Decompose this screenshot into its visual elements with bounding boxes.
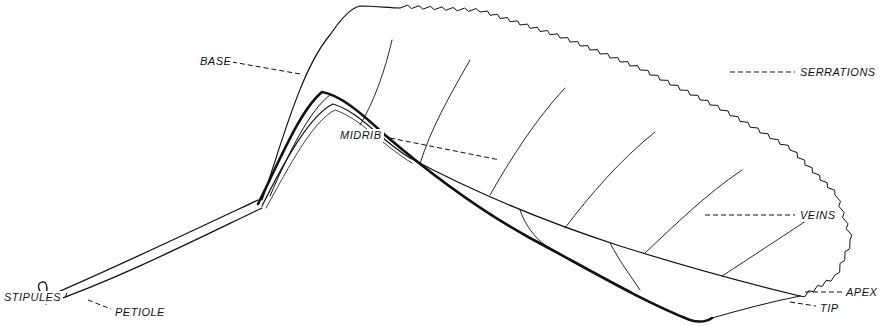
part-label: SERRATIONS xyxy=(798,66,878,79)
leader-line xyxy=(730,72,795,73)
blade-inner-edge xyxy=(270,95,330,196)
part-label: VEINS xyxy=(798,209,838,222)
part-label: MIDRIB xyxy=(338,129,384,142)
blade-lower-edge xyxy=(712,296,800,318)
leader-line xyxy=(232,62,300,74)
leader-line xyxy=(65,292,67,298)
leaf-outline xyxy=(39,5,852,322)
leader-line xyxy=(805,292,842,293)
leader-line xyxy=(790,302,816,306)
part-label: TIP xyxy=(818,302,841,315)
blade-left-edge xyxy=(262,6,400,200)
leaf-fold xyxy=(258,92,712,322)
part-label: STIPULES xyxy=(2,291,63,304)
veins xyxy=(360,40,815,290)
serrated-edge xyxy=(400,5,852,297)
part-label: PETIOLE xyxy=(113,306,167,319)
part-label: APEX xyxy=(844,286,879,299)
part-label: BASE xyxy=(198,55,233,68)
leader-lines xyxy=(65,62,842,309)
midrib xyxy=(266,110,412,208)
leader-line xyxy=(390,138,500,160)
leader-line xyxy=(705,215,795,216)
petiole xyxy=(46,208,262,304)
midrib xyxy=(262,104,800,296)
petiole xyxy=(44,200,258,298)
leader-line xyxy=(88,300,111,309)
